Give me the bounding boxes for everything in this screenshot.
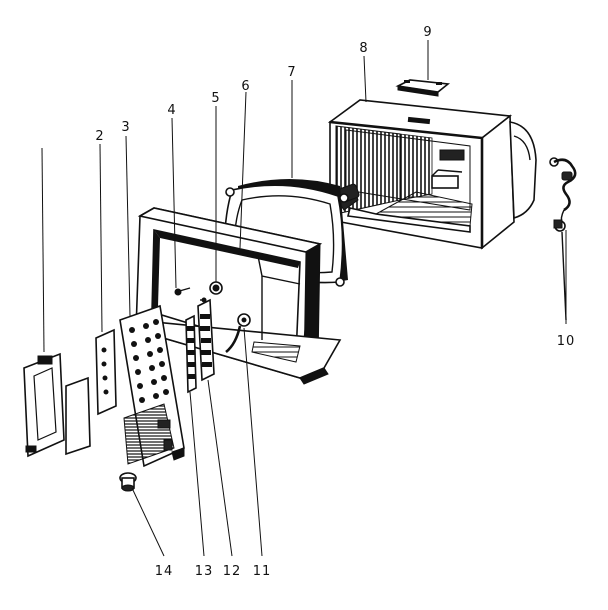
callout-4: 4 <box>167 103 176 118</box>
front-bezel <box>133 207 342 385</box>
button-strip <box>197 298 215 382</box>
leader-lines <box>41 40 567 557</box>
terminal-strip <box>95 328 117 416</box>
callout-9: 9 <box>423 25 432 40</box>
callout-7: 7 <box>287 65 296 80</box>
callout-3: 3 <box>121 120 130 135</box>
control-panel <box>119 304 185 468</box>
callout-8: 8 <box>359 41 368 56</box>
bracket-plate <box>23 352 91 458</box>
callout-2: 2 <box>95 129 104 144</box>
callout-6: 6 <box>241 79 250 94</box>
callout-10: 10 <box>557 334 576 349</box>
top-handle-plate <box>395 79 451 97</box>
fastener <box>119 472 137 492</box>
callout-11: 11 <box>253 564 272 579</box>
callout-labels: 2 3 4 5 6 7 8 9 10 11 12 13 14 <box>95 25 576 579</box>
callout-13: 13 <box>195 564 214 579</box>
rear-cabinet <box>327 99 537 250</box>
callout-5: 5 <box>211 91 220 106</box>
switch-strip <box>185 314 197 394</box>
callout-12: 12 <box>223 564 242 579</box>
power-cord <box>549 157 577 321</box>
callout-14: 14 <box>155 564 174 579</box>
screw <box>174 287 191 296</box>
